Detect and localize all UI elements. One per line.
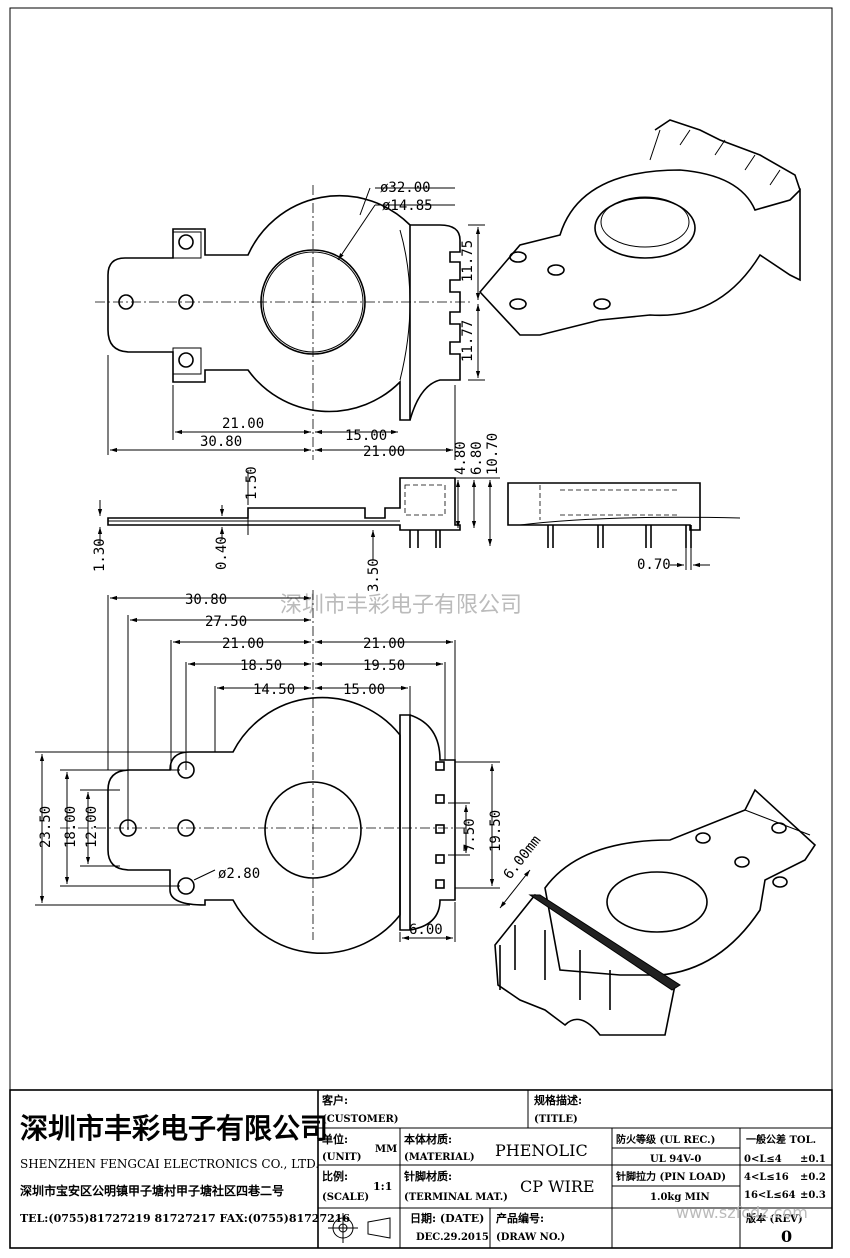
dim-d-outer: ø32.00	[380, 180, 431, 196]
material-label-en: (MATERIAL)	[404, 1152, 475, 1163]
scale-value: 1:1	[373, 1180, 392, 1193]
iso-bore-bottom	[606, 871, 708, 933]
company-address: 深圳市宝安区公明镇甲子塘村甲子塘社区四巷二号	[20, 1183, 284, 1198]
dim-d: 18.50	[240, 658, 282, 674]
title-block: 深圳市丰彩电子有限公司 SHENZHEN FENGCAI ELECTRONICS…	[9, 1089, 833, 1249]
iso-view-bottom: 6.00mm	[494, 788, 817, 1036]
unit-label-en: (UNIT)	[322, 1152, 361, 1163]
dim-pin-len: 3.50	[366, 558, 382, 592]
tol-value-2: ±0.2	[800, 1172, 826, 1183]
unit-label-cn: 单位:	[322, 1132, 348, 1146]
mount-hole	[178, 352, 194, 368]
dim-v3: 12.00	[84, 806, 100, 848]
company-name-cn: 深圳市丰彩电子有限公司	[20, 1112, 328, 1145]
terminal-label-cn: 针脚材质:	[404, 1169, 452, 1183]
title-label-cn: 规格描述:	[534, 1093, 582, 1107]
tol-range-3: 16<L≤64	[744, 1190, 796, 1201]
tol-value-1: ±0.1	[800, 1154, 826, 1165]
material-value: PHENOLIC	[495, 1141, 588, 1160]
dim-h2: 6.80	[469, 441, 485, 475]
iso-view-top	[478, 119, 801, 336]
dim-t3: 0.40	[214, 536, 230, 570]
unit-value: MM	[375, 1144, 397, 1155]
dim-d-inner: ø14.85	[382, 198, 433, 214]
pinload-value: 1.0kg MIN	[650, 1192, 710, 1203]
dim-w-right: 15.00	[345, 428, 387, 444]
watermark: 深圳市丰彩电子有限公司	[280, 593, 522, 618]
top-view: ø32.00 ø14.85 11.75 11.77 21.00 15.00 30…	[95, 180, 485, 460]
watermark-url: www.szfcdz.com	[676, 1203, 808, 1222]
dim-pin-d: 0.70	[637, 557, 671, 573]
rev-label: 版本 (REV)	[746, 1212, 803, 1225]
company-contacts: TEL:(0755)81727219 81727217 FAX:(0755)81…	[20, 1212, 350, 1225]
customer-label-cn: 客户:	[321, 1093, 348, 1107]
date-label: 日期: (DATE)	[410, 1211, 484, 1225]
bottom-view: 30.80 27.50 21.00 18.50 14.50 21.00 19.5…	[35, 590, 504, 955]
side-view: 1.50 1.30 0.40 3.50 4.80 6.80 10.70	[92, 433, 501, 592]
scale-label-cn: 比例:	[322, 1169, 348, 1183]
dim-iso: 6.00mm	[501, 833, 545, 883]
dim-h-lower: 11.77	[460, 320, 476, 362]
drawno-label-cn: 产品编号:	[496, 1211, 544, 1225]
dim-e: 14.50	[253, 682, 295, 698]
title-label-en: (TITLE)	[534, 1114, 578, 1125]
flame-label: 防火等级 (UL REC.)	[616, 1133, 715, 1146]
dim-f: 21.00	[363, 636, 405, 652]
dim-h1: 4.80	[453, 441, 469, 475]
scale-label-en: (SCALE)	[322, 1192, 369, 1203]
projection-symbol-icon	[328, 1213, 391, 1243]
dim-b: 27.50	[205, 614, 247, 630]
customer-label-en: (CUSTOMER)	[322, 1114, 399, 1125]
dim-w-total: 30.80	[200, 434, 242, 450]
dim-h3: 10.70	[485, 433, 501, 475]
dim-g: 19.50	[363, 658, 405, 674]
dim-hole: ø2.80	[218, 866, 260, 882]
tol-label: 一般公差 TOL.	[746, 1133, 816, 1146]
mount-hole	[178, 234, 194, 250]
tol-range-2: 4<L≤16	[744, 1172, 789, 1183]
tol-value-3: ±0.3	[800, 1190, 826, 1201]
dim-t1: 1.50	[244, 466, 260, 500]
iso-bore	[594, 197, 696, 259]
rev-value: 0	[781, 1227, 792, 1246]
terminal-value: CP WIRE	[520, 1177, 595, 1196]
company-name-en: SHENZHEN FENGCAI ELECTRONICS CO., LTD.	[20, 1157, 319, 1171]
dim-t2: 1.30	[92, 538, 108, 572]
dim-h: 15.00	[343, 682, 385, 698]
date-value: DEC.29.2015	[416, 1232, 489, 1243]
dim-v2: 18.00	[63, 806, 79, 848]
dim-h-upper: 11.75	[460, 240, 476, 282]
dim-v1: 23.50	[38, 806, 54, 848]
dim-w6: 6.00	[409, 922, 443, 938]
dim-w-right2: 21.00	[363, 444, 405, 460]
tol-range-1: 0<L≤4	[744, 1154, 782, 1165]
drawno-label-en: (DRAW NO.)	[496, 1232, 565, 1243]
dim-p2: 19.50	[488, 810, 504, 852]
dim-p1: 7.50	[462, 818, 478, 852]
dim-a: 30.80	[185, 592, 227, 608]
terminal-label-en: (TERMINAL MAT.)	[404, 1192, 508, 1203]
material-label-cn: 本体材质:	[404, 1132, 452, 1146]
dim-w-left: 21.00	[222, 416, 264, 432]
end-view: 0.70	[507, 482, 741, 573]
flame-value: UL 94V-0	[650, 1154, 701, 1165]
dim-c: 21.00	[222, 636, 264, 652]
pinload-label: 针脚拉力 (PIN LOAD)	[616, 1170, 726, 1183]
